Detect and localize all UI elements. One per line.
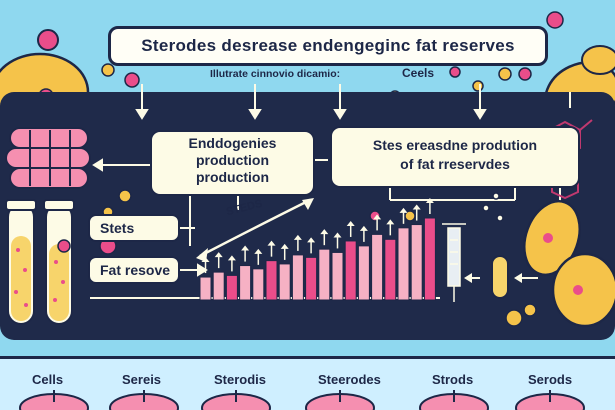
box-a-line-2: production <box>195 152 270 168</box>
syringe <box>442 223 466 302</box>
box-b-line-1: Stes ereasdne prodution <box>372 137 538 153</box>
bottom-label: Sterodis <box>214 372 267 387</box>
bottom-label: Strods <box>432 372 474 387</box>
bar-up-arrowhead <box>373 214 382 220</box>
bar-up-arrowhead <box>267 240 276 246</box>
diagram-subtitle: Illutrate cinnovio dicamio: <box>210 68 341 80</box>
subtitle-cells-label: Ceels <box>402 66 435 80</box>
rising-bar <box>212 271 225 301</box>
steds-arrow <box>199 198 311 258</box>
bar-up-arrowhead <box>359 225 368 231</box>
diagram-title: Sterodes desrease endengeginc fat reserv… <box>108 26 548 66</box>
pink-dot <box>37 29 59 51</box>
tube-particles <box>14 248 65 307</box>
rising-bar <box>318 248 331 301</box>
bar-up-arrowhead <box>320 229 329 235</box>
label-stets: Stets <box>88 214 180 242</box>
box-endogenous-production: Enddogenies production production <box>150 130 315 196</box>
vial <box>491 255 509 299</box>
rising-bar <box>344 240 357 301</box>
pink-dot <box>124 72 140 88</box>
bar-up-arrowhead <box>386 219 395 225</box>
box-fat-reserves-production: Stes ereasdne prodution of fat rreservde… <box>330 126 580 188</box>
rising-bar <box>423 217 436 301</box>
bar-up-arrowhead <box>399 207 408 213</box>
fat-cell-right-lower <box>551 252 615 328</box>
box-a-line-3: production <box>195 169 270 185</box>
label-fat-resove: Fat resove <box>88 256 180 284</box>
bar-up-arrowhead <box>227 255 236 261</box>
bar-up-arrowhead <box>333 232 342 238</box>
box-a-line-1: Enddogenies <box>188 135 277 151</box>
test-tubes <box>5 199 75 325</box>
rising-bar <box>331 251 344 301</box>
pink-dot <box>546 11 564 29</box>
muscle-tissue <box>5 127 91 189</box>
bar-up-arrowhead <box>214 252 223 258</box>
rising-bar <box>239 265 252 301</box>
bottom-label: Serods <box>528 372 573 387</box>
bottom-label: Cells <box>32 372 64 387</box>
yellow-dot <box>101 63 115 77</box>
top-down-arrows <box>135 84 487 120</box>
box-b-line-2: of fat rreservdes <box>400 156 510 172</box>
yellow-dot <box>498 67 512 81</box>
rising-bar <box>265 260 278 301</box>
rising-bar <box>410 224 423 301</box>
bar-up-arrowhead <box>425 198 434 203</box>
bottom-strip <box>0 356 615 410</box>
bar-up-arrowhead <box>293 234 302 240</box>
bar-up-arrowhead <box>241 245 250 251</box>
bar-up-arrowhead <box>254 248 263 254</box>
pink-dot <box>518 67 532 81</box>
fat-cell-top-right-small <box>581 45 615 75</box>
bar-up-arrowhead <box>307 237 316 243</box>
bar-up-arrowhead <box>280 243 289 249</box>
rising-bar <box>305 256 318 301</box>
rising-bar <box>252 268 265 301</box>
bottom-label: Steerodes <box>318 372 381 387</box>
rising-bar <box>199 276 212 301</box>
rising-bar <box>291 254 304 301</box>
rising-bars-illustration <box>199 198 436 301</box>
bar-up-arrowhead <box>201 257 210 263</box>
rising-bar <box>225 274 238 301</box>
rising-bar <box>397 227 410 301</box>
rising-bar <box>278 263 291 301</box>
rising-bar <box>371 233 384 301</box>
rising-bar <box>357 245 370 301</box>
bar-up-arrowhead <box>346 220 355 226</box>
rising-bar <box>384 238 397 301</box>
bar-up-arrowhead <box>412 204 421 210</box>
bottom-label: Sereis <box>122 372 162 387</box>
pink-dot <box>449 66 461 78</box>
